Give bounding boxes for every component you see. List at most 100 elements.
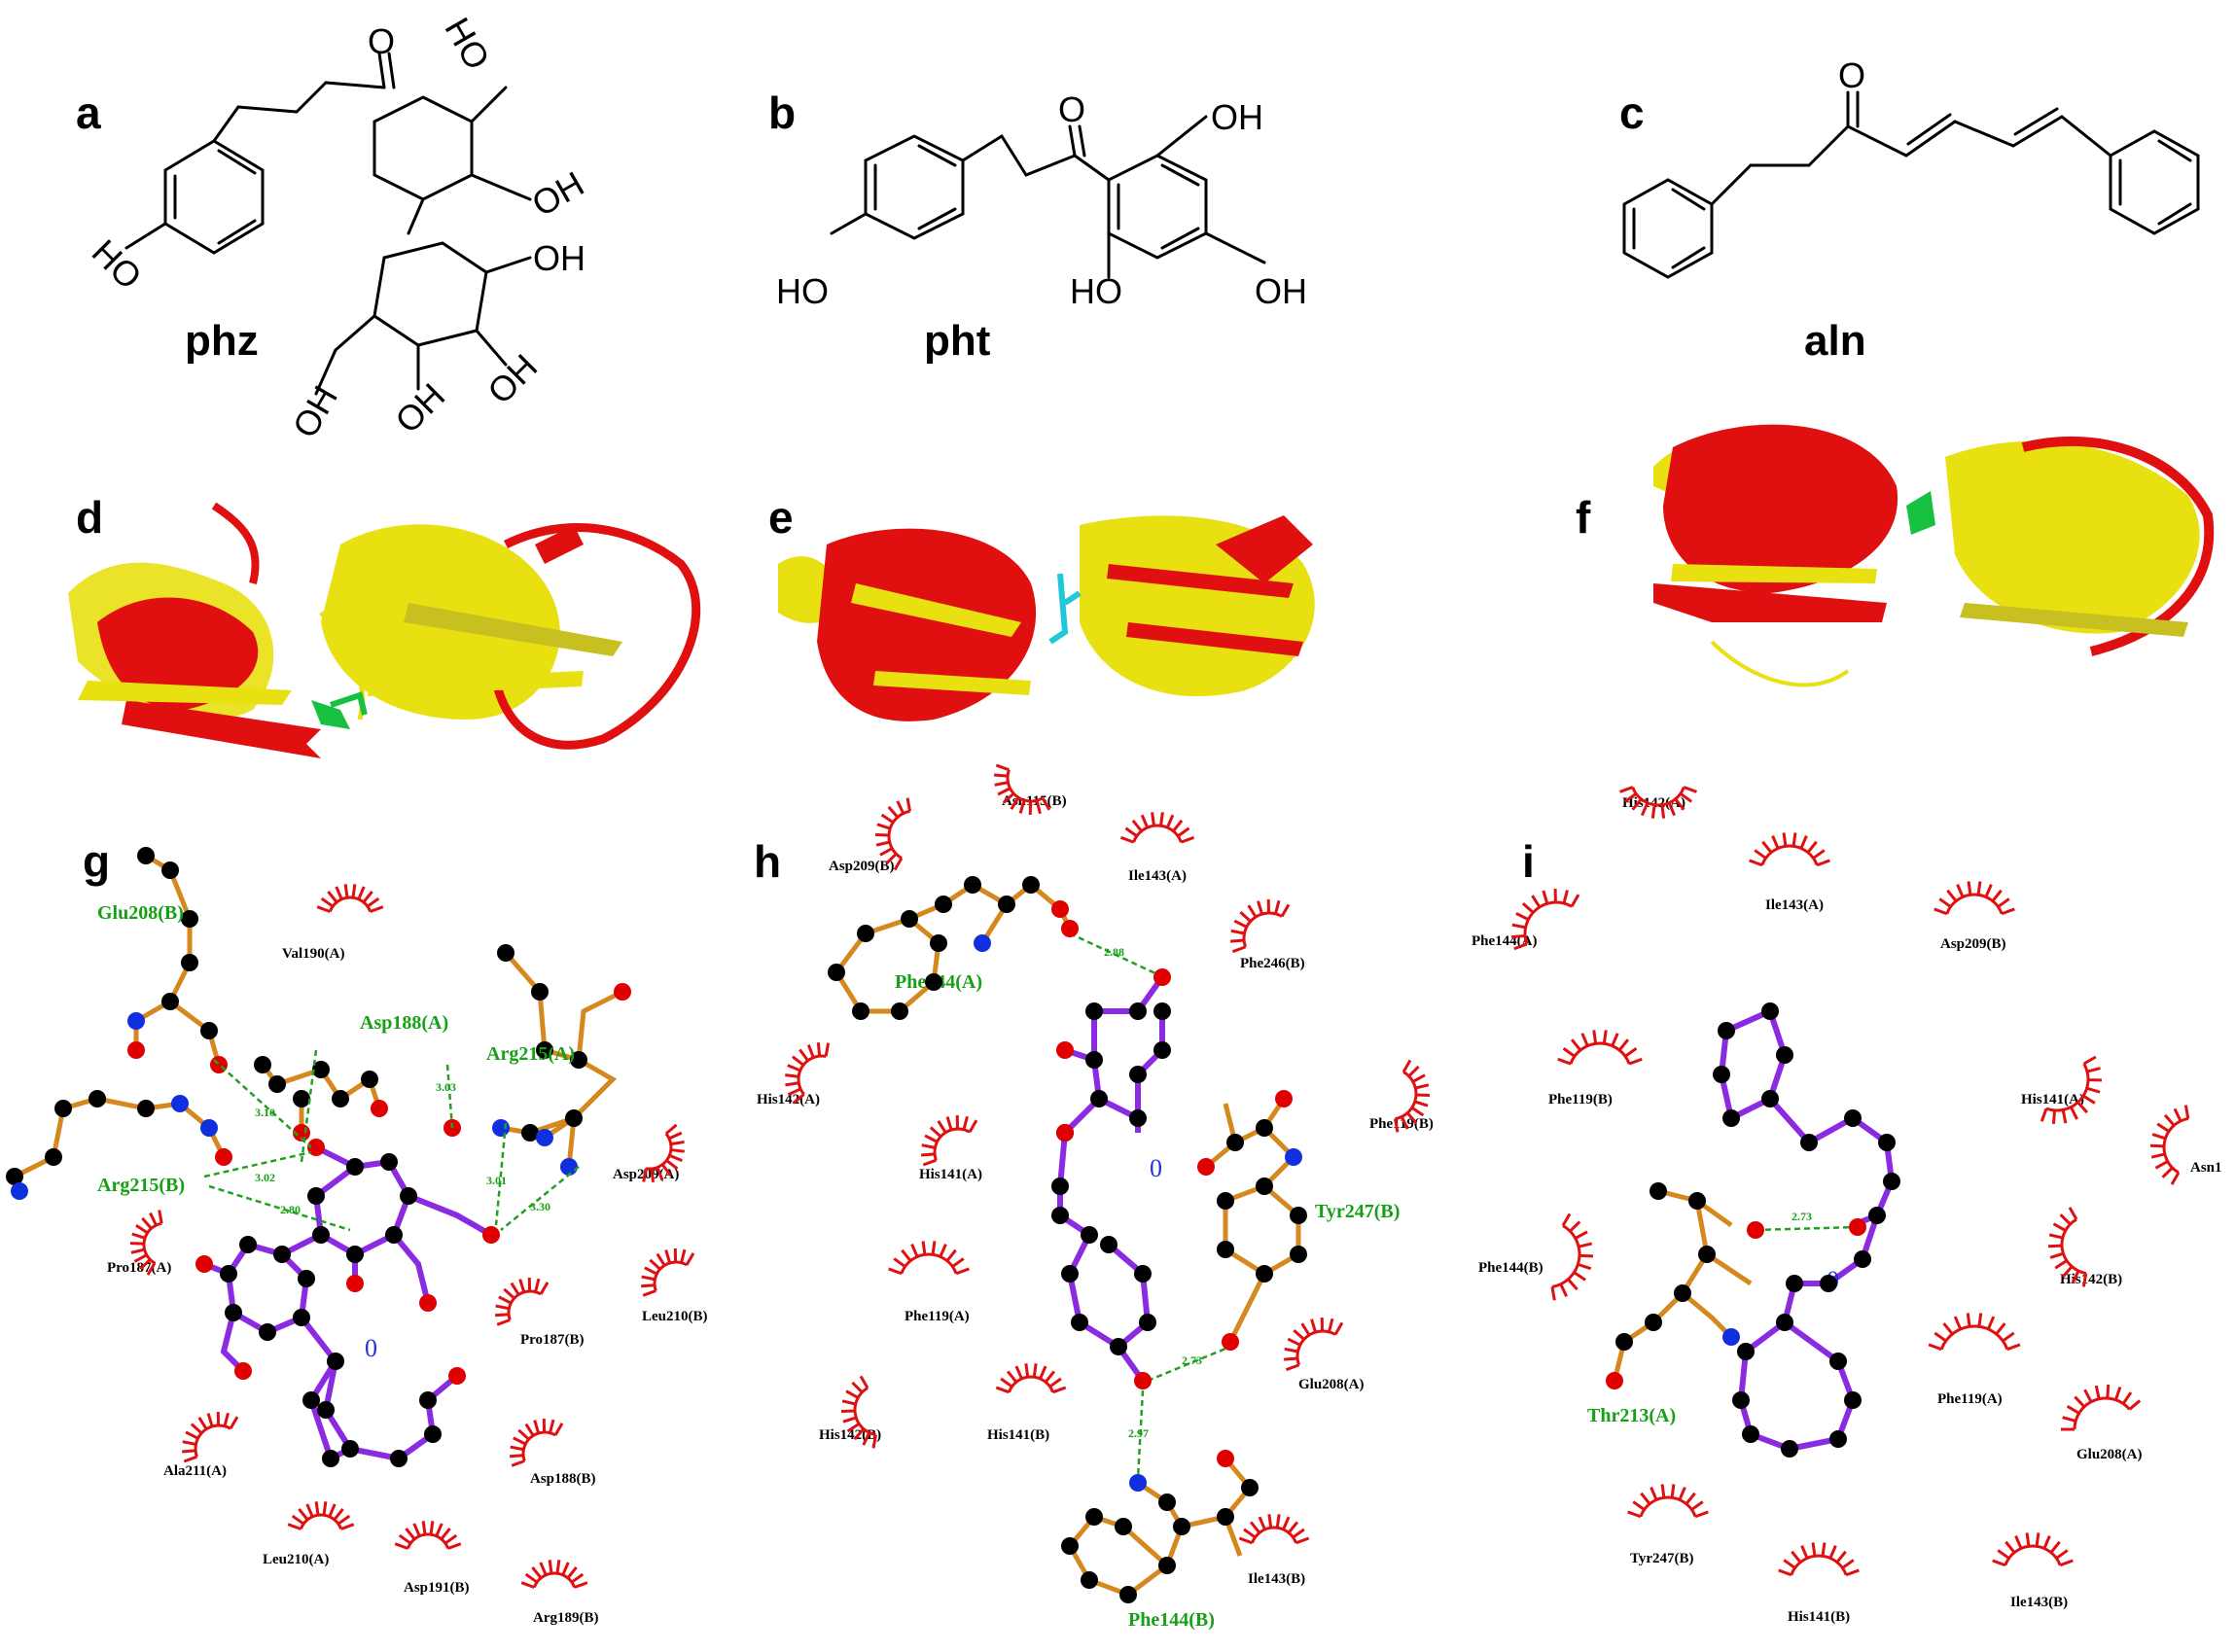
phz-oh-sugar4: OH [285,379,346,444]
compound-name-aln: aln [1804,317,1866,365]
g-contact-ala211a: Ala211(A) [163,1463,227,1479]
carbon-atom [1090,1090,1108,1107]
carbon-atom [1761,1002,1779,1020]
g-contact-leu210a: Leu210(A) [263,1552,329,1567]
carbon-atom [1139,1314,1156,1331]
h-res-phe144b: Phe144(B) [1128,1609,1215,1631]
oxygen-atom [371,1100,388,1117]
i-contact-arc [1619,786,1697,819]
pht-carbonyl-o: O [1058,89,1085,129]
carbon-atom [1071,1314,1088,1331]
interaction-diagram-g: 3.10 3.02 2.80 3.03 3.01 3.30 Glu208(B) … [6,847,708,1626]
g-contact-arc [520,1560,588,1589]
carbon-atom [964,876,981,894]
h-contact-arc [1394,1059,1431,1133]
carbon-atom [925,973,942,991]
carbon-atom [1776,1314,1793,1331]
carbon-atom [570,1051,587,1069]
carbon-atom [1119,1586,1137,1603]
oxygen-atom [127,1041,145,1059]
carbon-atom [1615,1333,1633,1351]
carbon-atom [1698,1246,1716,1263]
i-res-thr213a: Thr213(A) [1587,1405,1676,1426]
g-contact-arc [181,1411,239,1463]
carbon-atom [390,1450,408,1467]
oxygen-atom [234,1362,252,1380]
carbon-atom [1776,1046,1793,1064]
carbon-atom [1844,1391,1862,1409]
carbon-atom [1732,1391,1750,1409]
interaction-diagram-i: 2.73 Thr213(A) 0 His142(A) Ile143(A) Phe… [1472,786,2222,1625]
panel-label-i: i [1522,836,1535,887]
carbon-atom [536,1041,553,1059]
nitrogen-atom [127,1012,145,1030]
oxygen-atom [215,1148,232,1166]
carbon-atom [361,1071,378,1088]
carbon-atom [565,1109,583,1127]
pht-ho-left: HO [776,271,829,311]
h-contact-arc [995,1363,1067,1394]
carbon-atom [531,983,549,1001]
oxygen-atom [195,1255,213,1273]
g-contact-arc [494,1277,550,1326]
carbon-atom [1110,1338,1127,1355]
i-contact-phe144b: Phe144(B) [1478,1260,1543,1276]
g-contact-pro187a: Pro187(A) [107,1260,171,1276]
carbon-atom [1129,1002,1147,1020]
i-contact-arc [2047,1207,2088,1287]
carbon-atom [346,1158,364,1176]
h-contact-ile143b: Ile143(B) [1248,1571,1305,1587]
carbon-atom [1217,1508,1234,1526]
compound-name-phz: phz [185,317,259,365]
carbon-atom [317,1401,335,1419]
oxygen-atom [1606,1372,1623,1389]
carbon-atom [1129,1109,1147,1127]
panel-label-b: b [768,88,796,138]
phz-oh-sugar1: OH [533,238,585,278]
carbon-atom [1688,1192,1706,1210]
h-contact-asp209b: Asp209(B) [829,859,895,874]
carbon-atom [1878,1134,1896,1151]
h-contact-phe119a: Phe119(A) [905,1309,970,1324]
i-contact-his141b: His141(B) [1788,1609,1850,1625]
oxygen-atom [1747,1221,1764,1239]
carbon-atom [1134,1265,1152,1283]
structure-phz: HO O HO OH OH OH OH OH phz [85,11,590,444]
g-contact-asp188b: Asp188(B) [530,1471,596,1487]
carbon-atom [998,896,1015,913]
carbon-atom [1153,1002,1171,1020]
i-dist-1: 2.73 [1792,1210,1812,1223]
protein-ribbon-d [68,502,701,758]
oxygen-atom [1849,1218,1866,1236]
h-contact-glu208a: Glu208(A) [1298,1377,1365,1392]
carbon-atom [1085,1051,1103,1069]
carbon-atom [307,1187,325,1205]
oxygen-atom [1051,900,1069,918]
carbon-atom [521,1124,539,1142]
carbon-atom [380,1153,398,1171]
carbon-atom [346,1246,364,1263]
h-contact-arc [1119,812,1195,844]
g-res-glu208b: Glu208(B) [97,902,184,924]
carbon-atom [1158,1557,1176,1574]
nitrogen-atom [11,1182,28,1200]
h-contact-phe119b: Phe119(B) [1369,1116,1434,1132]
i-contact-ile143b: Ile143(B) [2010,1595,2068,1610]
g-contact-arc [509,1418,564,1467]
nitrogen-atom [536,1129,553,1146]
g-res-asp188a: Asp188(A) [360,1012,448,1034]
phz-oh-right: OH [525,163,590,225]
carbon-atom [1256,1119,1273,1137]
h-contact-arc [874,797,911,871]
oxygen-atom [1217,1450,1234,1467]
carbon-atom [161,861,179,879]
carbon-atom [1085,1002,1103,1020]
carbon-atom [1061,1265,1079,1283]
carbon-atom [385,1226,403,1244]
carbon-atom [1883,1173,1900,1190]
g-dist-4: 3.03 [436,1080,456,1094]
panel-label-g: g [83,836,110,887]
nitrogen-atom [171,1095,189,1112]
i-contact-arc [1928,1313,2021,1352]
carbon-atom [1761,1090,1779,1107]
